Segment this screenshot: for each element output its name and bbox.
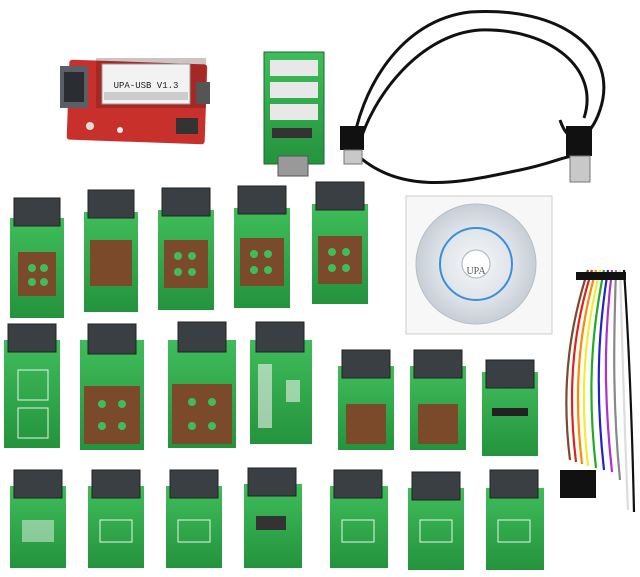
cd-label: UPA [466,266,486,277]
programmer-label: UPA-USB V1.3 [114,81,179,91]
top-adapter-board [263,51,325,177]
ribbon-connectors [560,272,626,498]
usb-a-connector [566,126,592,183]
ribbon-cable [565,269,636,513]
upa-usb-programmer: UPA-USB V1.3 [60,58,210,145]
adapter-row-1 [10,181,368,318]
adapter-row-3 [10,467,544,570]
cd-disc: UPA [405,195,553,335]
usb-cable [350,9,606,184]
usb-b-connector [340,126,364,165]
adapter-row-2 [4,321,538,456]
